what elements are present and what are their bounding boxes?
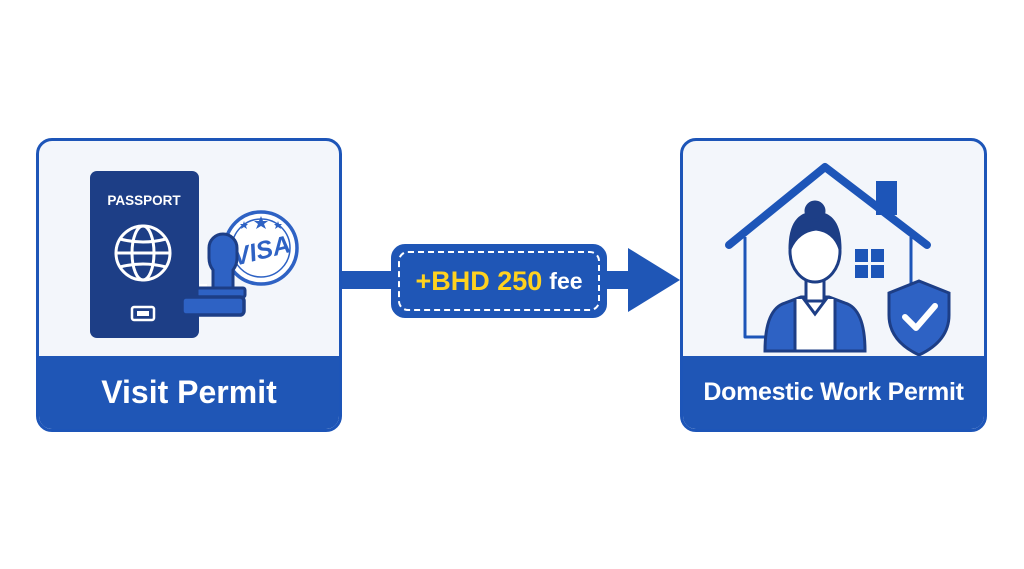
window-icon bbox=[855, 249, 884, 278]
rubber-stamp-icon bbox=[180, 232, 247, 317]
fee-amount: +BHD 250 bbox=[415, 265, 543, 296]
visit-permit-label: Visit Permit bbox=[39, 356, 339, 429]
domestic-work-permit-card: Domestic Work Permit bbox=[680, 138, 987, 432]
house-worker-illustration bbox=[725, 163, 951, 357]
visa-stamp-mark-icon: VISA bbox=[223, 210, 299, 286]
domestic-work-permit-label: Domestic Work Permit bbox=[683, 356, 984, 429]
passport-icon: PASSPORT bbox=[90, 171, 199, 338]
arrow-head-icon bbox=[628, 248, 680, 312]
shield-check-icon bbox=[887, 279, 951, 357]
globe-icon bbox=[114, 224, 172, 282]
fee-badge: +BHD 250 fee bbox=[391, 244, 607, 318]
passport-label: PASSPORT bbox=[107, 193, 181, 208]
passport-visa-illustration: PASSPORT VISA bbox=[90, 171, 299, 338]
domestic-worker-icon bbox=[763, 200, 867, 353]
visit-permit-card: PASSPORT VISA bbox=[36, 138, 342, 432]
chip-icon bbox=[130, 305, 156, 322]
fee-word: fee bbox=[549, 267, 583, 294]
